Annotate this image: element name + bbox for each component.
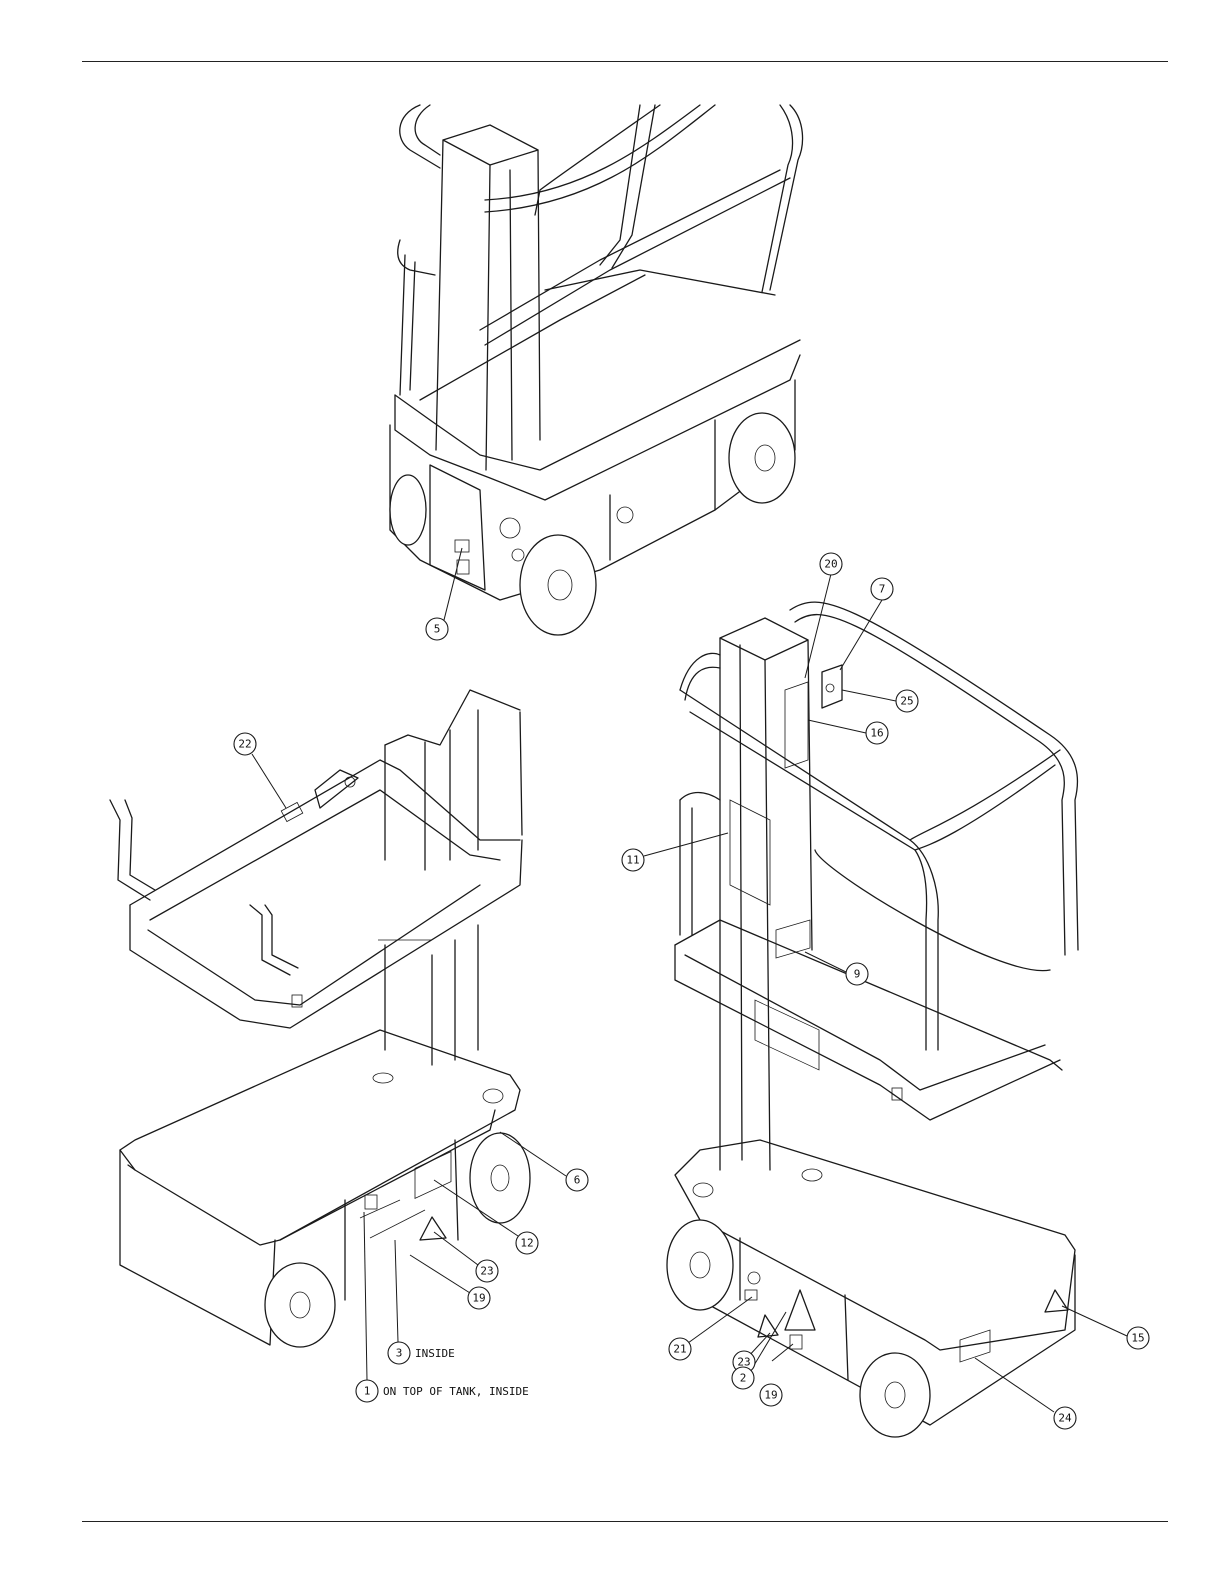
callout-16: 16 [866,722,888,744]
callout-3: 3 [388,1342,410,1364]
svg-text:25: 25 [900,695,913,708]
svg-text:1: 1 [364,1385,371,1398]
svg-text:16: 16 [870,727,883,740]
callout-21: 21 [669,1338,691,1360]
callout-15: 15 [1127,1327,1149,1349]
callout-2: 2 [732,1367,754,1389]
callout-25: 25 [896,690,918,712]
svg-text:12: 12 [520,1237,533,1250]
callout-11: 11 [622,849,644,871]
svg-text:19: 19 [472,1292,485,1305]
svg-text:15: 15 [1131,1332,1144,1345]
svg-text:2: 2 [740,1372,747,1385]
svg-text:6: 6 [574,1174,581,1187]
svg-text:5: 5 [434,623,441,636]
svg-text:19: 19 [764,1389,777,1402]
callout-22: 22 [234,733,256,755]
svg-text:20: 20 [824,558,837,571]
svg-text:3: 3 [396,1347,403,1360]
callout-5: 5 [426,618,448,640]
callout-19-left: 19 [468,1287,490,1309]
svg-text:9: 9 [854,968,861,981]
callout-6: 6 [566,1169,588,1191]
callout-19-right: 19 [760,1384,782,1406]
callout-9: 9 [846,963,868,985]
svg-text:21: 21 [673,1343,686,1356]
svg-text:24: 24 [1058,1412,1072,1425]
note-on-top-of-tank: ON TOP OF TANK, INSIDE [383,1385,529,1398]
svg-text:22: 22 [238,738,251,751]
callout-1: 1 [356,1380,378,1402]
callout-7: 7 [871,578,893,600]
svg-text:11: 11 [626,854,639,867]
svg-text:23: 23 [480,1265,493,1278]
svg-text:7: 7 [879,583,886,596]
machine-view-top [390,105,803,635]
callout-23-left: 23 [476,1260,498,1282]
machine-view-left [110,690,530,1347]
note-inside: INSIDE [415,1347,455,1360]
callout-20: 20 [820,553,842,575]
callout-12: 12 [516,1232,538,1254]
callout-24: 24 [1054,1407,1076,1429]
